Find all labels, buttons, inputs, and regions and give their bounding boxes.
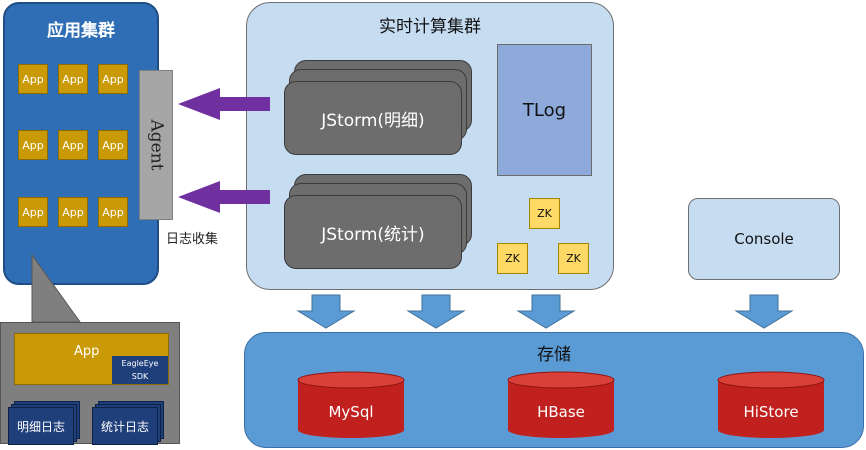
hbase-label: HBase xyxy=(537,403,585,421)
tlog-box: TLog xyxy=(497,44,592,176)
log-collection-label: 日志收集 xyxy=(166,232,219,247)
agent-box: Agent xyxy=(139,70,173,220)
down-arrow xyxy=(406,294,466,329)
app-box: App xyxy=(58,64,88,94)
histore-label: HiStore xyxy=(743,403,799,421)
app-cluster-title: 应用集群 xyxy=(47,21,115,41)
console-box: Console xyxy=(688,198,840,280)
mysql-database-icon xyxy=(297,371,405,438)
down-arrow xyxy=(296,294,356,329)
app-box: App xyxy=(58,197,88,227)
jstorm-stats-box: JStorm(统计) xyxy=(284,195,462,269)
app-box: App xyxy=(98,64,128,94)
collect-arrow-bottom xyxy=(178,181,270,213)
app-box: App xyxy=(98,130,128,160)
zk-node: ZK xyxy=(529,198,560,229)
hbase-database-icon xyxy=(507,371,615,438)
app-box: App xyxy=(18,130,48,160)
app-box: App xyxy=(58,130,88,160)
sdk-app-label: App xyxy=(74,344,100,359)
callout-pointer xyxy=(31,253,81,323)
zk-node: ZK xyxy=(497,243,528,274)
stats-log-card: 统计日志 xyxy=(92,407,158,445)
storage-title: 存储 xyxy=(537,345,571,365)
down-arrow xyxy=(516,294,576,329)
eagleeye-sdk-badge: EagleEye SDK xyxy=(112,356,168,384)
app-box: App xyxy=(98,197,128,227)
collect-arrow-top xyxy=(178,88,270,120)
jstorm-detail-box: JStorm(明细) xyxy=(284,81,462,155)
mysql-label: MySql xyxy=(328,403,374,421)
sdk-badge-line2: SDK xyxy=(131,372,149,381)
sdk-badge-line1: EagleEye xyxy=(121,359,159,368)
zk-node: ZK xyxy=(558,243,589,274)
histore-database-icon xyxy=(717,371,825,438)
detail-log-card: 明细日志 xyxy=(8,407,74,445)
down-arrow xyxy=(734,294,794,329)
realtime-cluster-title: 实时计算集群 xyxy=(379,17,481,37)
app-box: App xyxy=(18,197,48,227)
app-box: App xyxy=(18,64,48,94)
